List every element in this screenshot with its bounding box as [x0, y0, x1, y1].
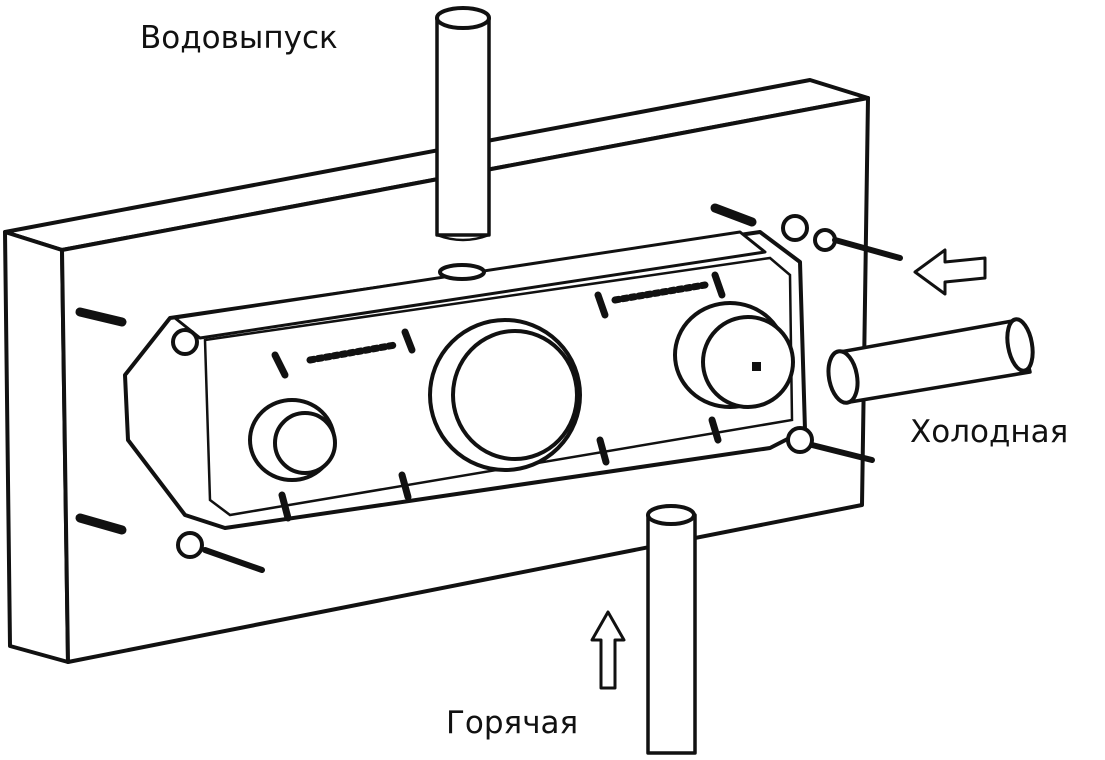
hot-pipe — [646, 504, 697, 755]
cold-arrow-icon — [913, 248, 987, 296]
hot-label: Горячая — [446, 705, 579, 741]
right-knob — [673, 301, 795, 409]
cold-label: Холодная — [910, 414, 1069, 450]
outlet-label: Водовыпуск — [140, 20, 338, 56]
wall-marks — [75, 203, 757, 535]
outlet-pipe — [435, 6, 491, 242]
board-side-face — [3, 230, 70, 664]
outlet-port — [438, 263, 486, 281]
small-knob — [248, 398, 337, 482]
cold-pipe — [826, 317, 1035, 405]
mounting-screws — [171, 214, 903, 573]
mixer-housing — [123, 230, 807, 530]
large-knob — [428, 318, 582, 472]
hot-arrow-icon — [590, 610, 626, 690]
